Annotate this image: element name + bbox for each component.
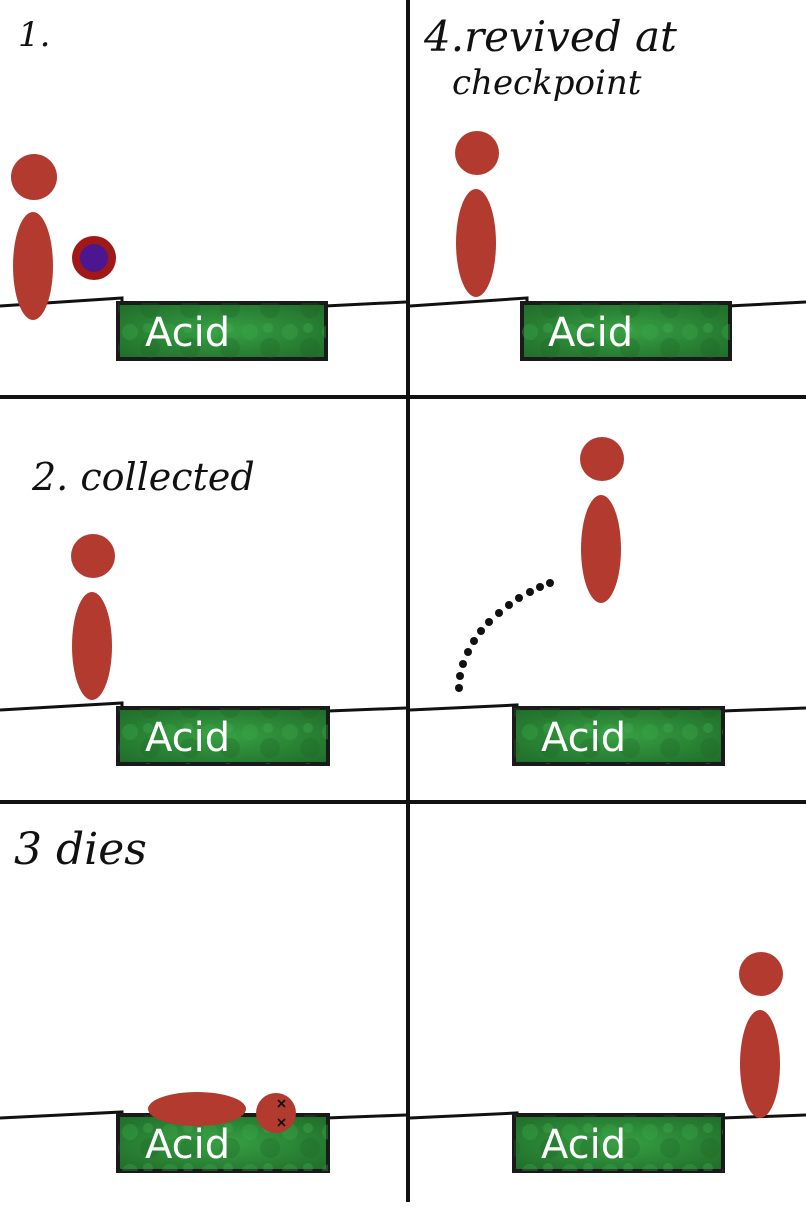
acid-pool: Acid xyxy=(116,1113,330,1173)
character xyxy=(580,437,624,603)
panel-5: Acid xyxy=(409,437,806,766)
acid-label: Acid xyxy=(548,310,633,356)
character-head xyxy=(739,952,783,996)
caption-panel-3: 3 dies xyxy=(14,824,147,875)
character xyxy=(71,534,115,700)
character-head xyxy=(580,437,624,481)
character-head xyxy=(71,534,115,578)
panel-1: Acid xyxy=(0,154,407,361)
character-head xyxy=(256,1093,296,1133)
panel-6: Acid xyxy=(409,952,806,1173)
acid-pool: Acid xyxy=(512,706,725,766)
acid-label: Acid xyxy=(145,1122,230,1168)
character xyxy=(11,154,57,320)
character xyxy=(739,952,783,1118)
caption-panel-4-line1: 4.revived at xyxy=(424,12,677,61)
panel-3: Acid xyxy=(0,1092,407,1173)
character-body xyxy=(740,1010,780,1118)
caption-panel-2: 2. collected xyxy=(32,455,255,499)
acid-pool: Acid xyxy=(520,301,732,361)
panel-4: Acid xyxy=(409,131,806,361)
acid-pool: Acid xyxy=(116,706,330,766)
collectible-orb xyxy=(72,236,116,280)
acid-label: Acid xyxy=(541,1122,626,1168)
dead-character xyxy=(148,1092,296,1133)
character-body xyxy=(148,1092,246,1126)
caption-panel-1: 1. xyxy=(18,15,51,55)
acid-pool: Acid xyxy=(116,301,328,361)
acid-label: Acid xyxy=(541,715,626,761)
jump-trajectory xyxy=(455,579,554,692)
character-body xyxy=(13,212,53,320)
character-head xyxy=(455,131,499,175)
character-head xyxy=(11,154,57,200)
acid-label: Acid xyxy=(145,310,230,356)
panel-2: Acid xyxy=(0,534,407,766)
caption-panel-4-line2: checkpoint xyxy=(452,63,642,103)
acid-label: Acid xyxy=(145,715,230,761)
character-body xyxy=(72,592,112,700)
acid-pool: Acid xyxy=(512,1113,725,1173)
character-body xyxy=(456,189,496,297)
character-body xyxy=(581,495,621,603)
dead-eyes-icon xyxy=(277,1099,286,1127)
character xyxy=(455,131,499,297)
